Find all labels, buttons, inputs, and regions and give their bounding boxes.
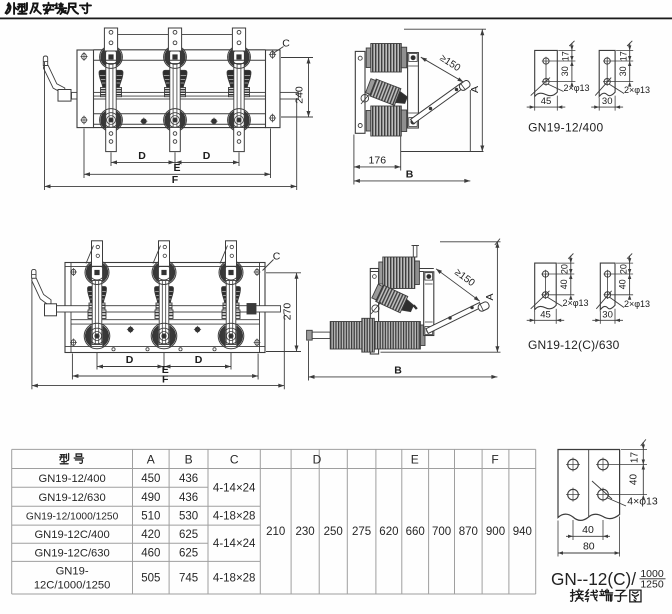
svg-text:275: 275: [352, 526, 371, 538]
svg-text:510: 510: [141, 511, 160, 523]
svg-text:≥150: ≥150: [452, 267, 477, 289]
svg-text:4-18×28: 4-18×28: [213, 573, 256, 585]
svg-text:940: 940: [513, 526, 532, 538]
svg-text:1250: 1250: [640, 579, 664, 591]
svg-text:20: 20: [560, 264, 570, 274]
svg-text:GN19-12C/400: GN19-12C/400: [34, 529, 109, 541]
svg-text:C: C: [230, 452, 239, 466]
svg-text:1000: 1000: [640, 568, 664, 580]
svg-text:30: 30: [560, 66, 570, 76]
svg-text:F: F: [491, 452, 498, 466]
svg-text:GN19-12(C)/630: GN19-12(C)/630: [528, 338, 620, 352]
svg-text:GN19-: GN19-: [56, 566, 89, 578]
svg-text:D: D: [313, 452, 322, 466]
svg-text:420: 420: [141, 529, 160, 541]
svg-text:745: 745: [179, 573, 198, 585]
svg-text:230: 230: [296, 526, 315, 538]
svg-text:2×φ13: 2×φ13: [624, 85, 650, 95]
svg-text:GN19-12C/630: GN19-12C/630: [34, 547, 109, 559]
svg-text:A: A: [147, 452, 155, 466]
svg-text:B: B: [406, 169, 414, 181]
svg-text:GN19-12/1000/1250: GN19-12/1000/1250: [26, 512, 119, 523]
svg-text:530: 530: [179, 511, 198, 523]
svg-text:D: D: [195, 354, 203, 366]
svg-text:F: F: [162, 373, 169, 385]
svg-text:12C/1000/1250: 12C/1000/1250: [34, 580, 111, 592]
svg-text:4-14×24: 4-14×24: [213, 482, 256, 494]
svg-text:505: 505: [141, 573, 160, 585]
svg-text:20: 20: [618, 264, 628, 274]
svg-text:900: 900: [486, 526, 505, 538]
svg-text:460: 460: [141, 547, 160, 559]
svg-text:4-18×28: 4-18×28: [213, 511, 256, 523]
svg-text:GN--12(C)/: GN--12(C)/: [551, 569, 636, 589]
svg-text:B: B: [185, 452, 193, 466]
svg-text:45: 45: [540, 309, 551, 320]
svg-text:490: 490: [141, 492, 160, 504]
svg-text:270: 270: [282, 303, 294, 321]
svg-text:E: E: [411, 452, 419, 466]
svg-text:620: 620: [379, 526, 398, 538]
svg-text:17: 17: [619, 51, 629, 61]
svg-text:GN19-12/630: GN19-12/630: [39, 492, 106, 504]
svg-text:176: 176: [369, 154, 387, 166]
svg-text:GN19-12/400: GN19-12/400: [39, 473, 106, 485]
svg-text:≥150: ≥150: [438, 53, 463, 75]
svg-text:40: 40: [618, 279, 628, 289]
svg-text:660: 660: [406, 526, 425, 538]
svg-text:210: 210: [266, 526, 285, 538]
svg-text:436: 436: [179, 473, 198, 485]
svg-text:240: 240: [293, 86, 305, 104]
svg-text:30: 30: [618, 66, 628, 76]
svg-text:700: 700: [432, 526, 451, 538]
svg-text:30: 30: [602, 309, 613, 320]
svg-text:17: 17: [561, 51, 571, 61]
svg-text:625: 625: [179, 547, 198, 559]
svg-text:17: 17: [630, 452, 641, 464]
svg-text:E: E: [173, 162, 180, 174]
svg-text:A: A: [469, 86, 481, 93]
svg-text:870: 870: [459, 526, 478, 538]
svg-text:45: 45: [541, 96, 552, 107]
svg-text:625: 625: [179, 529, 198, 541]
svg-text:436: 436: [179, 492, 198, 504]
svg-text:B: B: [394, 365, 402, 377]
svg-text:C: C: [282, 38, 290, 50]
svg-text:30: 30: [602, 96, 613, 107]
svg-text:2×φ13: 2×φ13: [563, 83, 589, 93]
svg-text:F: F: [172, 174, 179, 186]
svg-text:250: 250: [324, 526, 343, 538]
svg-text:D: D: [126, 354, 134, 366]
svg-text:40: 40: [582, 524, 594, 536]
svg-text:40: 40: [629, 474, 640, 486]
svg-text:D: D: [138, 150, 146, 162]
svg-text:2×φ13: 2×φ13: [562, 298, 588, 308]
svg-text:2×φ13: 2×φ13: [624, 299, 650, 309]
svg-text:450: 450: [141, 473, 160, 485]
svg-text:80: 80: [583, 541, 595, 553]
svg-text:4×φ13: 4×φ13: [627, 496, 658, 508]
svg-text:E: E: [162, 364, 169, 376]
svg-text:4-14×24: 4-14×24: [213, 538, 256, 550]
svg-text:D: D: [203, 150, 211, 162]
svg-text:40: 40: [559, 279, 569, 289]
svg-text:C: C: [273, 251, 281, 263]
svg-text:A: A: [484, 293, 496, 300]
svg-text:GN19-12/400: GN19-12/400: [528, 121, 603, 135]
